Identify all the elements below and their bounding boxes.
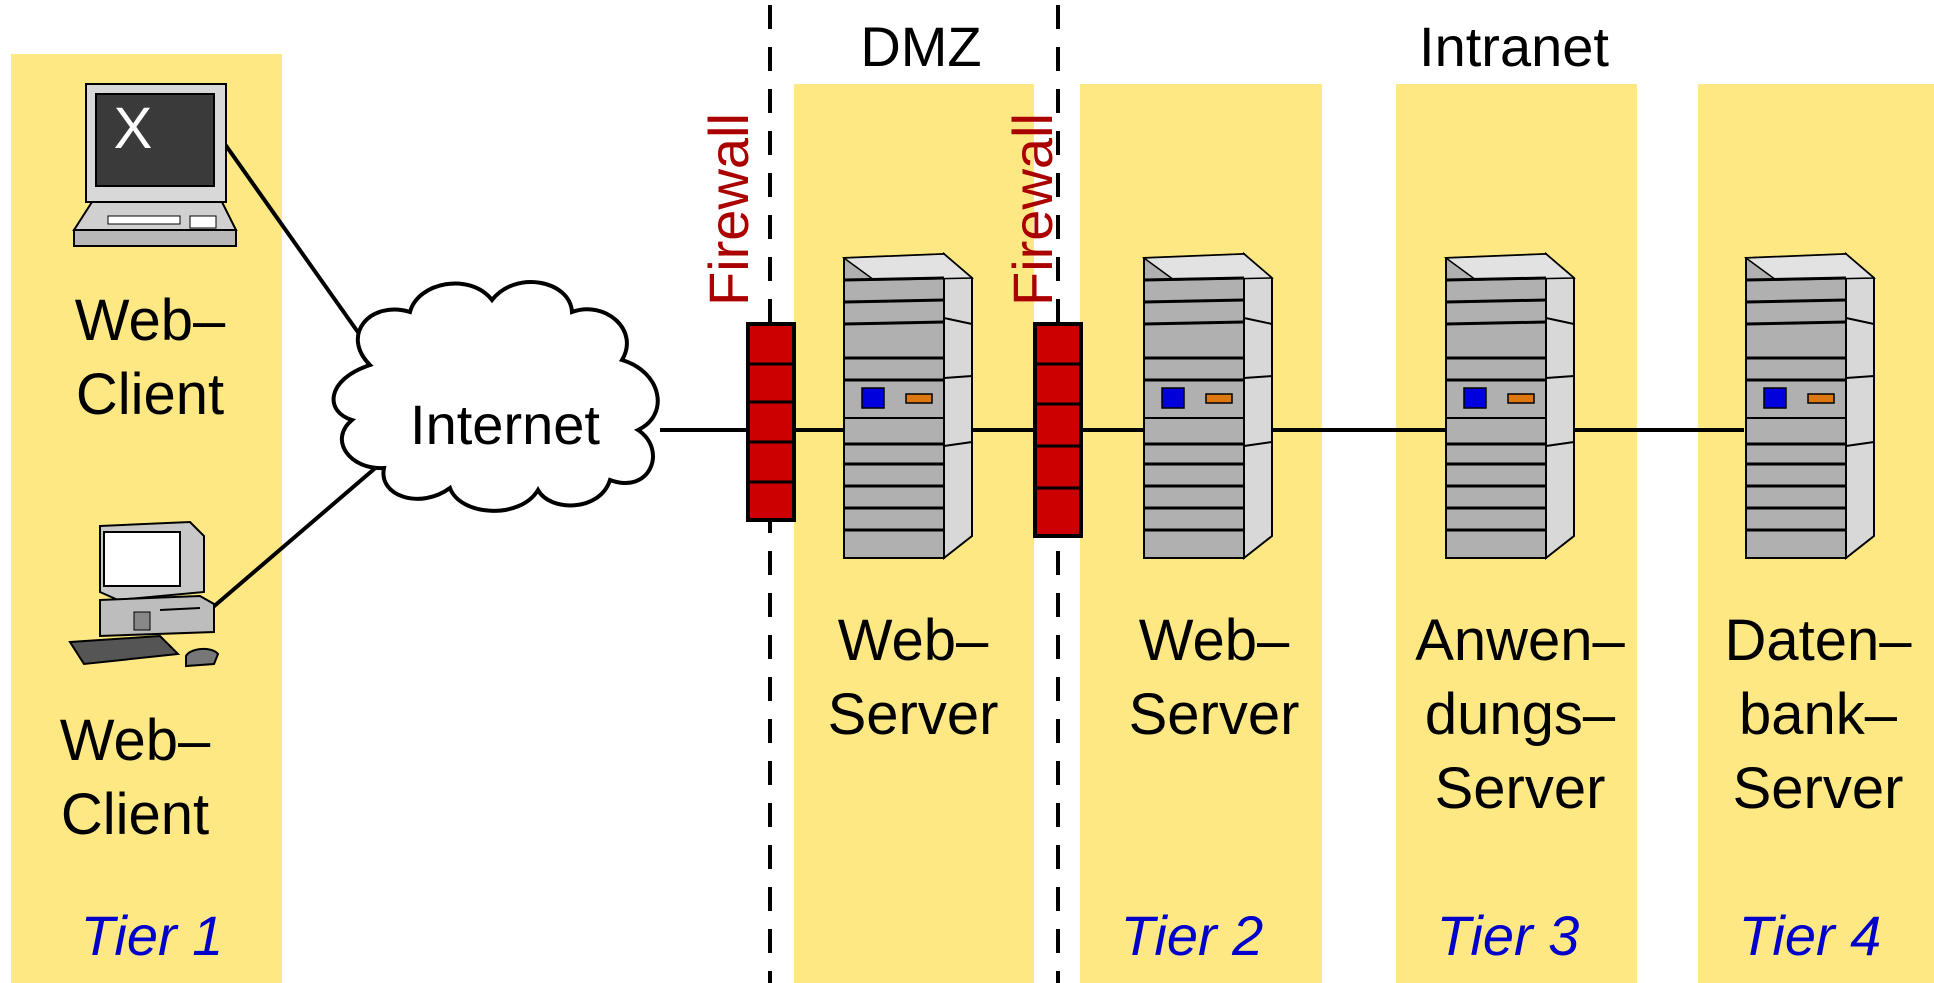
firewall-2-wall-icon	[1033, 322, 1083, 538]
server-tower-icon	[1444, 252, 1576, 560]
web-client-1-label-line1: Web–	[75, 288, 226, 353]
internet-label: Internet	[410, 393, 600, 456]
server-tower-icon	[842, 252, 974, 560]
tier-3-label: Tier 3	[1437, 904, 1580, 967]
web-client-1: X Web– Client	[72, 83, 238, 427]
tier-2-label: Tier 2	[1121, 904, 1264, 967]
web-client-2: Web– Client	[60, 520, 220, 847]
server-tier4-database: Daten– bank– Server	[1724, 252, 1912, 821]
server-3-label-line3: Server	[1435, 756, 1606, 821]
firewall-1-label: Firewall	[697, 113, 760, 306]
server-1-label-line2: Server	[828, 682, 999, 747]
server-3-label-line2: dungs–	[1425, 682, 1616, 747]
server-2-label-line2: Server	[1129, 682, 1300, 747]
x-terminal-icon: X	[72, 83, 238, 247]
server-tower-icon	[1142, 252, 1274, 560]
server-dmz-web: Web– Server	[828, 252, 999, 747]
firewall-2-label: Firewall	[1001, 113, 1064, 306]
server-tier2-web: Web– Server	[1129, 252, 1300, 747]
server-4-label-line1: Daten–	[1724, 608, 1912, 673]
web-client-2-label-line2: Client	[61, 782, 209, 847]
desktop-pc-icon	[68, 520, 220, 668]
server-4-label-line2: bank–	[1739, 682, 1898, 747]
tier-labels: Tier 1 Tier 2 Tier 3 Tier 4	[81, 904, 1882, 967]
dmz-label: DMZ	[860, 15, 981, 78]
link-client1-internet	[220, 138, 374, 354]
firewall-1: Firewall	[697, 113, 796, 522]
firewall-1-wall-icon	[746, 322, 796, 522]
svg-text:X: X	[114, 96, 153, 161]
server-1-label-line1: Web–	[838, 608, 989, 673]
server-tower-icon	[1744, 252, 1876, 560]
cloud-icon	[331, 280, 660, 513]
web-client-1-label-line2: Client	[76, 362, 224, 427]
server-tier3-application: Anwen– dungs– Server	[1415, 252, 1626, 821]
server-3-label-line1: Anwen–	[1415, 608, 1625, 673]
link-client2-internet	[210, 462, 382, 610]
server-2-label-line1: Web–	[1139, 608, 1290, 673]
intranet-label: Intranet	[1419, 15, 1609, 78]
tier-4-label: Tier 4	[1739, 904, 1882, 967]
tier-1-label: Tier 1	[81, 904, 224, 967]
server-4-label-line3: Server	[1733, 756, 1904, 821]
firewall-2: Firewall	[1001, 113, 1083, 538]
web-client-2-label-line1: Web–	[60, 708, 211, 773]
internet-cloud: Internet	[331, 280, 660, 513]
